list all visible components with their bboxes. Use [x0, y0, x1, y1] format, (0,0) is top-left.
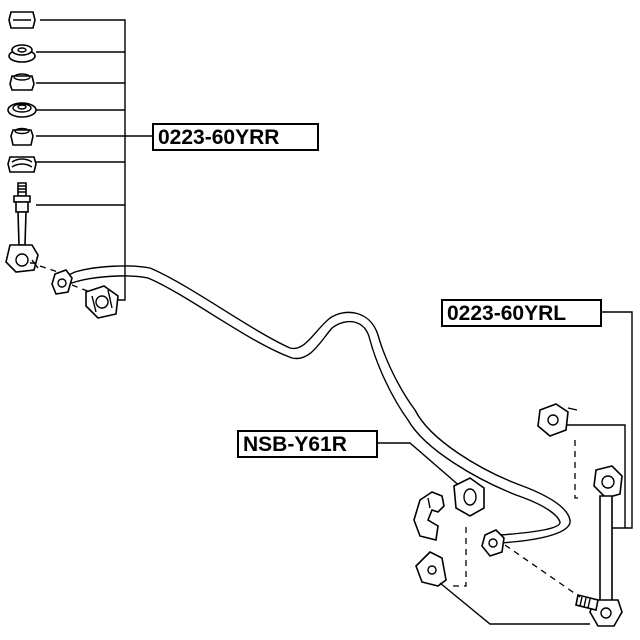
rear-left-link-kit — [415, 311, 633, 627]
bushing-icon — [7, 156, 37, 173]
bracket-icon — [85, 285, 119, 319]
spacer-icon — [10, 127, 34, 146]
bracket-icon — [413, 491, 445, 541]
stabilizer-bushing-kit — [378, 442, 485, 541]
bracket-icon — [415, 551, 447, 587]
rear-right-link-kit — [5, 11, 152, 319]
nut-icon — [51, 269, 73, 295]
cup-washer-icon — [7, 102, 37, 118]
stabilizer-link-icon — [5, 211, 39, 273]
washer-icon — [8, 44, 36, 63]
bushing-icon — [453, 477, 485, 517]
bolt-icon — [575, 594, 599, 611]
washer-icon — [481, 529, 505, 557]
part-number-label-yrr: 0223-60YRR — [152, 123, 319, 151]
stabilizer-bar-icon — [61, 265, 571, 546]
nut-icon — [537, 403, 569, 437]
bushing-icon — [9, 73, 35, 91]
bolt-icon — [13, 182, 31, 213]
part-number-label-nsb: NSB-Y61R — [237, 430, 378, 458]
part-number-label-yrl: 0223-60YRL — [441, 299, 602, 327]
nut-icon — [8, 11, 36, 29]
stabilizer-link-icon — [589, 465, 623, 627]
